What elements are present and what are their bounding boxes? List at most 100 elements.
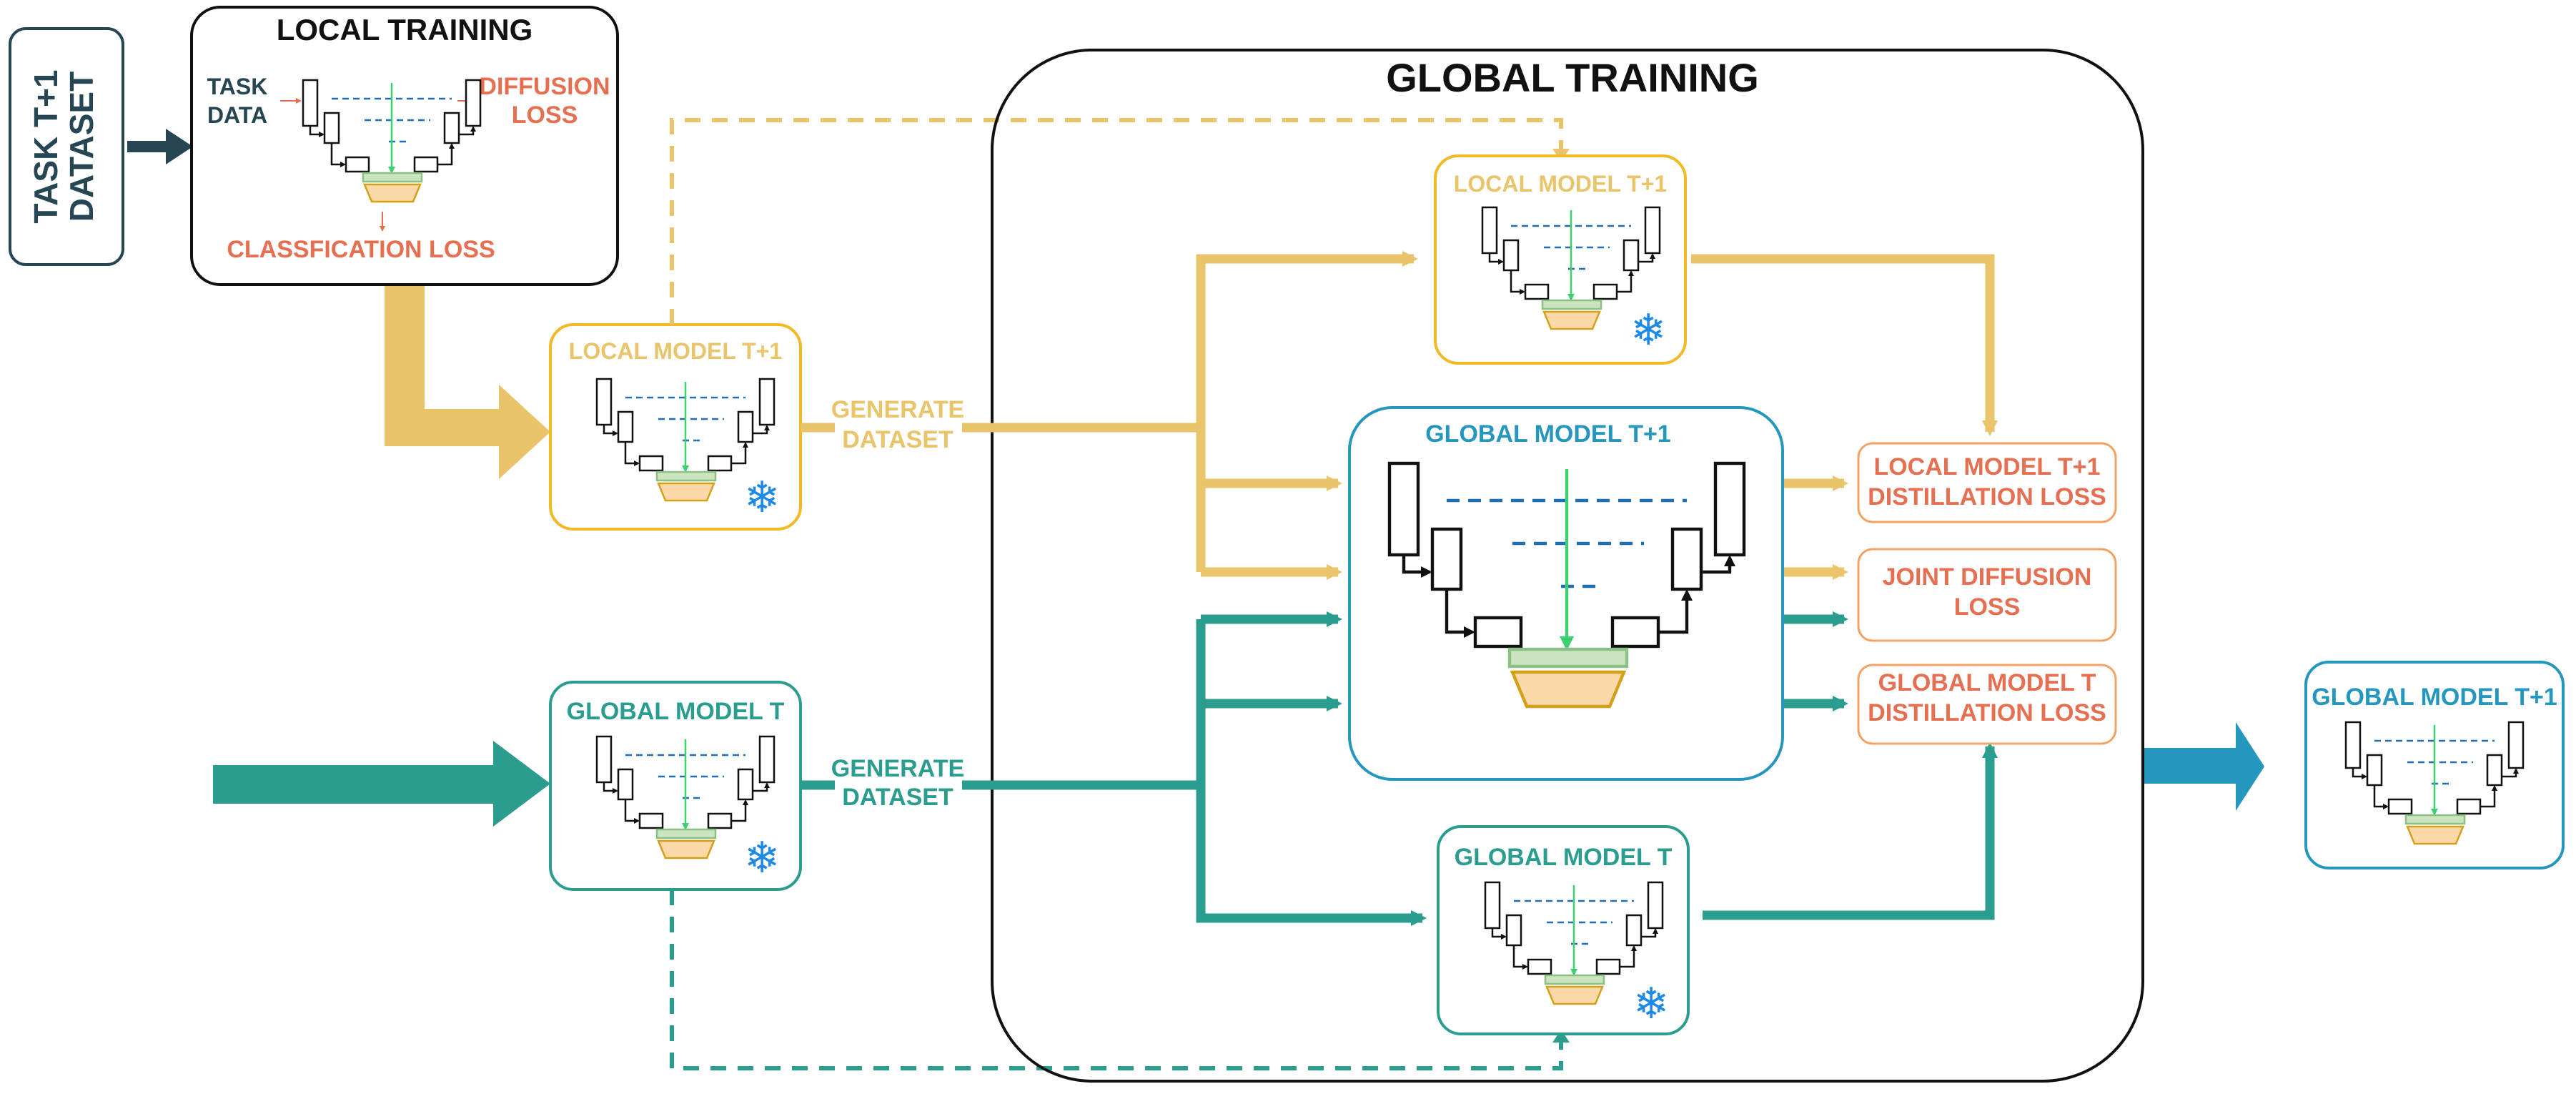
dashed-global-to-bottom-model [670, 890, 1563, 1070]
output-model-title: GLOBAL MODEL T+1 [2312, 684, 2557, 711]
classifier-head [657, 482, 715, 502]
loss-global-distillation-box: GLOBAL MODEL T DISTILLATION LOSS [1857, 664, 2117, 745]
snowflake-icon: ❄ [1633, 980, 1669, 1028]
local-model-top-box: LOCAL MODEL T+1 [1434, 154, 1687, 365]
dataset-label-line2: DATASET [63, 72, 100, 222]
down-path [1512, 945, 1528, 970]
unet-block [638, 455, 664, 472]
unet-block [323, 112, 340, 144]
local-training-title: LOCAL TRAINING [277, 13, 533, 46]
unet-block [413, 156, 439, 173]
unet-block [617, 768, 634, 801]
up-path [731, 442, 748, 465]
down-path [2373, 785, 2389, 809]
up-path [731, 799, 748, 822]
loss-global-distillation-line1: GLOBAL MODEL T [1878, 669, 2096, 696]
unet-output-model [2344, 721, 2525, 845]
down-path [603, 782, 618, 794]
dataset-to-local-arrow [127, 129, 193, 164]
bottleneck-layer [1544, 974, 1605, 985]
unet-block [758, 378, 776, 426]
generate-dataset-teal-line1: GENERATE [831, 755, 964, 782]
up-path [2480, 785, 2497, 808]
unet-block [1713, 461, 1746, 557]
loss-joint-diffusion-line2: LOSS [1954, 593, 2021, 621]
up-path [1701, 555, 1735, 574]
unet-block [1595, 958, 1621, 975]
down-path [1488, 253, 1504, 265]
unet-block [465, 79, 482, 127]
up-path [753, 425, 770, 435]
bottleneck-layer [655, 828, 717, 839]
unet-block [707, 455, 733, 472]
unet-block [1484, 881, 1501, 930]
unet-block [595, 735, 613, 784]
bottleneck-layer [362, 172, 423, 183]
up-path [1658, 589, 1693, 634]
loss-global-distillation-line2: DISTILLATION LOSS [1868, 699, 2106, 726]
loss-joint-diffusion-box: JOINT DIFFUSION LOSS [1857, 548, 2117, 642]
global-training-box: GLOBAL TRAINING [991, 49, 2144, 1083]
unet-global-model-center [1387, 461, 1746, 709]
output-arrow [2144, 722, 2264, 811]
unet-block [302, 79, 319, 127]
unet-block [345, 156, 370, 173]
generate-dataset-yellow-line1: GENERATE [831, 396, 964, 423]
task-data-label-line2: DATA [207, 102, 267, 128]
down-path [330, 143, 346, 167]
unet-block [737, 410, 754, 443]
generate-dataset-teal-line2: DATASET [842, 784, 953, 811]
input-global-model-arrow [213, 741, 550, 827]
unet-block [1527, 958, 1552, 975]
unet-block [595, 378, 613, 426]
unet-block [1592, 283, 1618, 300]
bottleneck-layer [655, 470, 717, 482]
unet-local-model-left [595, 378, 776, 502]
down-path [309, 126, 325, 137]
up-path [459, 126, 476, 136]
classification-loss-label: CLASSFICATION LOSS [227, 236, 495, 263]
loss-local-distillation-line2: DISTILLATION LOSS [1868, 483, 2106, 511]
unet-local-training [302, 79, 482, 203]
unet-block [1644, 206, 1661, 255]
up-path [2502, 768, 2519, 778]
global-model-left-title: GLOBAL MODEL T [567, 698, 785, 725]
unet-block [2387, 798, 2413, 815]
loss-local-distillation-line1: LOCAL MODEL T+1 [1873, 453, 2100, 481]
down-path [603, 425, 618, 436]
unet-block [1505, 914, 1522, 947]
dataset-label-line1: TASK T+1 [27, 69, 64, 223]
up-path [753, 782, 770, 792]
down-path [624, 799, 640, 824]
snowflake-icon: ❄ [1630, 306, 1666, 354]
bottleneck-layer [1507, 647, 1629, 669]
unet-block [2507, 721, 2525, 769]
unet-block [1473, 616, 1523, 649]
diffusion-loss-label-line2: LOSS [512, 102, 578, 129]
global-training-title: GLOBAL TRAINING [1386, 55, 1759, 100]
down-path [2352, 768, 2367, 779]
task-dataset-box: TASK T+1 DATASET [9, 27, 124, 266]
local-model-top-title: LOCAL MODEL T+1 [1454, 171, 1667, 197]
unet-block [1670, 527, 1703, 591]
down-path [1491, 928, 1507, 940]
unet-block [1647, 881, 1664, 930]
unet-local-model-top [1481, 206, 1661, 330]
unet-block [2344, 721, 2362, 769]
unet-block [617, 410, 634, 443]
classifier-head [1542, 310, 1601, 330]
unet-global-model-bottom [1484, 881, 1664, 1005]
up-path [1638, 253, 1655, 263]
up-path [1641, 928, 1658, 938]
yellow-flow [801, 251, 1998, 580]
local-training-box: LOCAL TRAINING TASK DATA DIFFUSION LOSS … [190, 6, 619, 286]
classifier-head [1510, 670, 1627, 709]
down-path [1445, 589, 1475, 638]
unet-block [1524, 283, 1550, 300]
unet-global-model-left [595, 735, 776, 859]
unet-block [758, 735, 776, 784]
global-model-left-box: GLOBAL MODEL T [549, 681, 802, 891]
classifier-head [1545, 985, 1604, 1005]
